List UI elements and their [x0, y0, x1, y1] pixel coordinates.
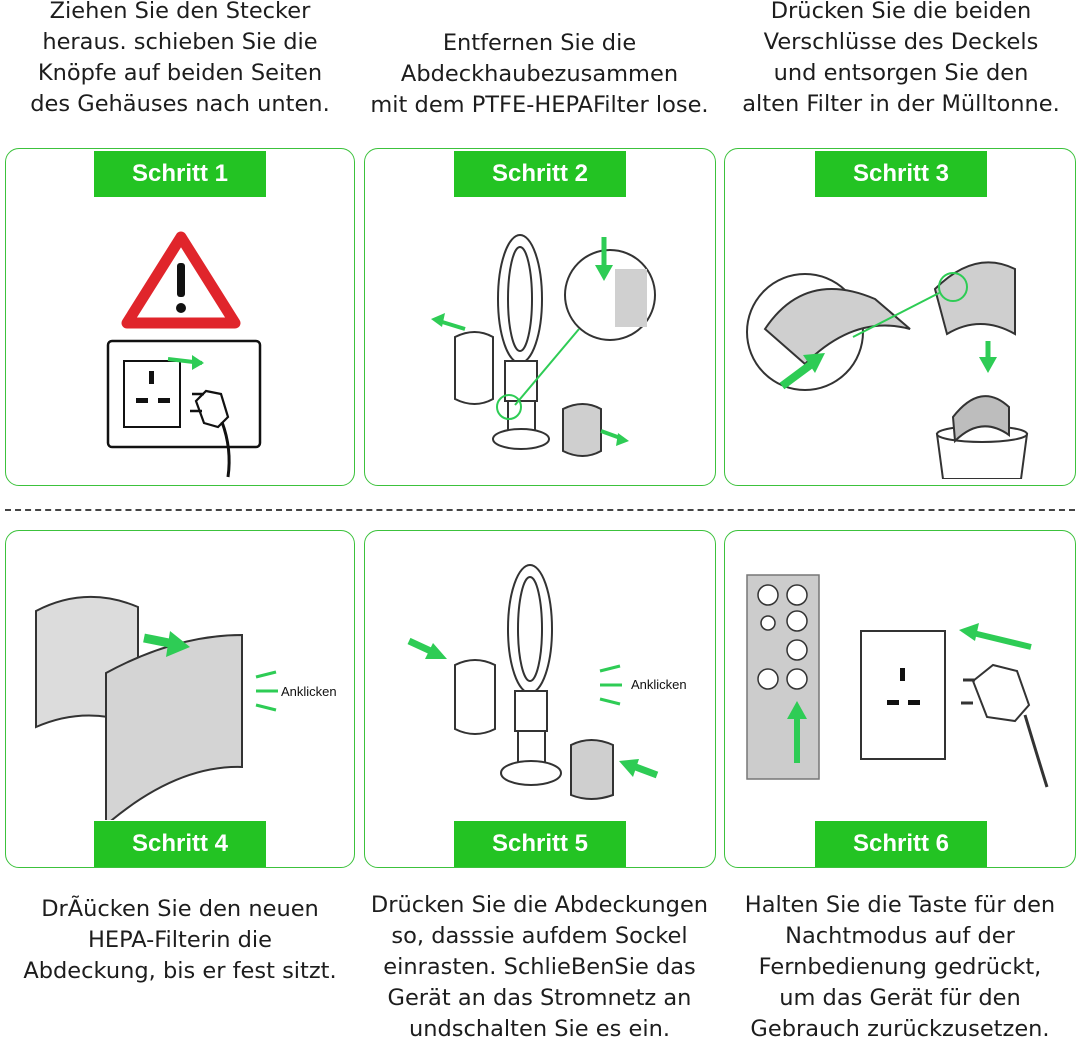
click-lines-icon [255, 670, 278, 712]
arrow-up-right-icon [779, 353, 825, 390]
step-6-illustration [746, 574, 1049, 788]
purifier-tower-icon [500, 564, 562, 786]
step-6-caption: Halten Sie die Taste für den Nachtmodus … [744, 892, 1056, 1042]
plug-icon [190, 389, 231, 478]
arrow-up-icon [787, 701, 807, 763]
hepa-filter-icon [105, 633, 243, 820]
arrow-left-icon [619, 759, 659, 779]
click-lines-icon [599, 664, 622, 706]
step-3-badge: Schritt 3 [815, 151, 987, 197]
click-label: Anklicken [281, 684, 337, 699]
step-5-illustration: Anklicken [407, 564, 687, 800]
step-2-caption: Entfernen Sie die Abdeckhaubezusammen mi… [370, 30, 709, 118]
step-1-illustration [106, 231, 262, 478]
step-6-badge: Schritt 6 [815, 821, 987, 867]
step-3-illustration [746, 261, 1029, 479]
step-4-illustration: Anklicken [35, 595, 337, 820]
step-5-badge: Schritt 5 [454, 821, 626, 867]
step-4-badge: Schritt 4 [94, 821, 266, 867]
arrow-left-icon [431, 313, 466, 331]
purifier-tower-icon [492, 234, 550, 450]
arrow-down-icon [979, 341, 997, 373]
filter-top-icon [852, 261, 1016, 338]
arrow-left-icon [959, 623, 1032, 650]
step-3-panel: Schritt 3 [724, 148, 1076, 486]
zoom-detail-icon [496, 249, 656, 420]
step-5-panel: Anklicken Schritt 5 [364, 530, 716, 868]
arrow-right-icon [407, 637, 447, 659]
step-1-badge: Schritt 1 [94, 151, 266, 197]
step-6-panel: Schritt 6 [724, 530, 1076, 868]
filter-shell-icon [454, 331, 602, 457]
arrow-right-icon [143, 631, 190, 657]
step-1-caption: Ziehen Sie den Stecker heraus. schieben … [30, 0, 330, 117]
step-2-panel: Schritt 2 [364, 148, 716, 486]
step-4-panel: Anklicken Schritt 4 [5, 530, 355, 868]
arrow-right-icon [167, 355, 204, 370]
section-divider [5, 509, 1075, 511]
warning-icon [121, 231, 241, 329]
filter-detail-icon [746, 273, 911, 391]
wall-socket-icon [860, 630, 946, 760]
remote-control-icon [746, 574, 820, 780]
wall-socket-icon [106, 339, 262, 449]
arrow-right-icon [600, 429, 629, 446]
step-2-illustration [431, 234, 656, 457]
arrow-down-icon [595, 237, 613, 281]
step-3-caption: Drücken Sie die beiden Verschlüsse des D… [742, 0, 1060, 117]
step-4-caption: DrÃücken Sie den neuen HEPA-Filterin die… [23, 896, 337, 984]
step-1-panel: Schritt 1 [5, 148, 355, 486]
click-label: Anklicken [631, 677, 687, 692]
plug-icon [961, 663, 1049, 788]
trash-bin-icon [935, 395, 1029, 479]
filter-shell-icon [454, 659, 614, 800]
step-5-caption: Drücken Sie die Abdeckungen so, dasssie … [370, 892, 709, 1042]
step-2-badge: Schritt 2 [454, 151, 626, 197]
